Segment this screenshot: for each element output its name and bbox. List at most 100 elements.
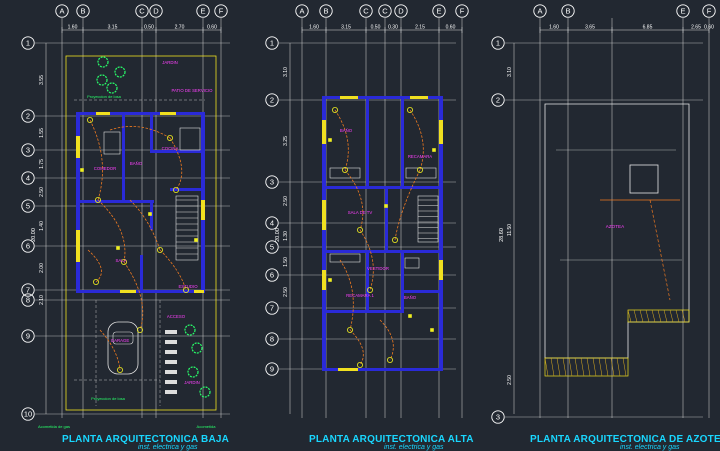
window bbox=[194, 290, 204, 293]
axis-bubble-circle bbox=[491, 93, 505, 107]
circuit-run bbox=[359, 229, 374, 291]
column-bubble-alta: B bbox=[319, 4, 333, 18]
wall-segment bbox=[150, 150, 202, 153]
window bbox=[338, 368, 358, 371]
row-bubble-baja: 4 bbox=[21, 171, 35, 185]
light-fixture bbox=[182, 286, 189, 293]
window bbox=[439, 120, 443, 144]
light-fixture bbox=[346, 326, 353, 333]
dimension-value: 1.55 bbox=[39, 128, 45, 138]
dimension-value: 2.70 bbox=[175, 25, 185, 31]
plan-title-azotea: PLANTA ARQUITECTONICA DE AZOTEA bbox=[530, 434, 720, 445]
dimension-value: 0.30 bbox=[388, 25, 398, 31]
axis-bubble-circle bbox=[295, 4, 309, 18]
plan-note: Proyeccion de losa bbox=[91, 396, 126, 401]
brick-hatch bbox=[556, 357, 561, 377]
row-bubble-azotea: 2 bbox=[491, 93, 505, 107]
axis-bubble-circle bbox=[196, 4, 210, 18]
axis-bubble-circle bbox=[21, 329, 35, 343]
wall-segment bbox=[122, 112, 125, 202]
axis-bubble-circle bbox=[265, 301, 279, 315]
brick-hatch bbox=[550, 357, 555, 377]
row-bubble-alta: 2 bbox=[265, 93, 279, 107]
room-label: GARAGE bbox=[111, 338, 130, 343]
wall-segment bbox=[439, 96, 443, 370]
circuit-run bbox=[129, 199, 161, 251]
circuit-run bbox=[109, 126, 171, 139]
dimension-value: 0.60 bbox=[207, 25, 217, 31]
row-bubble-alta: 4 bbox=[265, 216, 279, 230]
room-label: AZOTEA bbox=[606, 224, 625, 229]
axis-bubble-circle bbox=[561, 4, 575, 18]
axis-bubble-label: F bbox=[707, 7, 712, 16]
light-fixture bbox=[356, 361, 363, 368]
dimension-value: 3.25 bbox=[283, 136, 289, 146]
paving-stripe bbox=[165, 390, 177, 394]
axis-bubble-label: 1 bbox=[270, 39, 274, 48]
axis-bubble-circle bbox=[265, 240, 279, 254]
window bbox=[120, 290, 136, 293]
axis-bubble-label: 8 bbox=[270, 335, 274, 344]
axis-bubble-circle bbox=[21, 36, 35, 50]
brick-hatch bbox=[598, 357, 603, 377]
brick-hatch bbox=[645, 309, 650, 323]
light-fixture bbox=[166, 134, 173, 141]
car-garage bbox=[107, 321, 139, 375]
row-bubble-azotea: 1 bbox=[491, 36, 505, 50]
paving-stripe bbox=[165, 350, 177, 354]
row-bubble-baja: 5 bbox=[21, 199, 35, 213]
plan-subtitle-azotea: inst. electrica y gas bbox=[620, 444, 680, 451]
axis-bubble-circle bbox=[265, 216, 279, 230]
window bbox=[439, 260, 443, 280]
axis-bubble-label: 2 bbox=[26, 112, 30, 121]
brick-hatch bbox=[616, 357, 621, 377]
walls-layer bbox=[65, 55, 690, 411]
axis-bubble-label: F bbox=[460, 7, 465, 16]
light-fixture bbox=[136, 326, 143, 333]
property-boundary bbox=[65, 55, 217, 411]
column-bubble-alta: E bbox=[432, 4, 446, 18]
axis-bubble-circle bbox=[432, 4, 446, 18]
window bbox=[76, 136, 80, 158]
axis-bubble-circle bbox=[21, 199, 35, 213]
plan-note: Acometida de gas bbox=[38, 424, 70, 429]
circuit-run bbox=[169, 137, 183, 191]
shrub bbox=[114, 66, 126, 78]
wall-segment bbox=[140, 255, 143, 290]
brick-hatch bbox=[681, 309, 686, 323]
circuit-run bbox=[334, 109, 349, 171]
axis-bubble-label: 7 bbox=[270, 304, 274, 313]
dimension-value: 1.50 bbox=[283, 257, 289, 267]
row-bubble-alta: 9 bbox=[265, 362, 279, 376]
dimension-value: 6.85 bbox=[643, 25, 653, 31]
axis-bubble-circle bbox=[265, 268, 279, 282]
shrub bbox=[199, 386, 211, 398]
axis-bubble-circle bbox=[359, 4, 373, 18]
window bbox=[322, 200, 326, 230]
stair-alta bbox=[417, 195, 439, 243]
brick-hatch bbox=[622, 357, 627, 377]
wall-segment bbox=[401, 252, 404, 312]
brick-hatch bbox=[604, 357, 609, 377]
circuit-run bbox=[159, 249, 187, 291]
axis-bubble-circle bbox=[676, 4, 690, 18]
labels-azotea: AZOTEA bbox=[606, 224, 625, 229]
axis-bubble-circle bbox=[491, 36, 505, 50]
row-bubble-baja: 6 bbox=[21, 239, 35, 253]
dimension-value: 2.65 bbox=[691, 25, 701, 31]
column-bubble-baja: C bbox=[135, 4, 149, 18]
light-fixture bbox=[87, 117, 94, 124]
outlet-symbol bbox=[80, 168, 84, 172]
row-bubble-azotea: 3 bbox=[491, 410, 505, 424]
axis-bubble-label: D bbox=[398, 7, 404, 16]
axis-bubble-circle bbox=[394, 4, 408, 18]
wall-segment bbox=[322, 96, 326, 370]
axis-bubble-label: F bbox=[219, 7, 224, 16]
shrub bbox=[97, 56, 109, 68]
window bbox=[160, 112, 176, 115]
